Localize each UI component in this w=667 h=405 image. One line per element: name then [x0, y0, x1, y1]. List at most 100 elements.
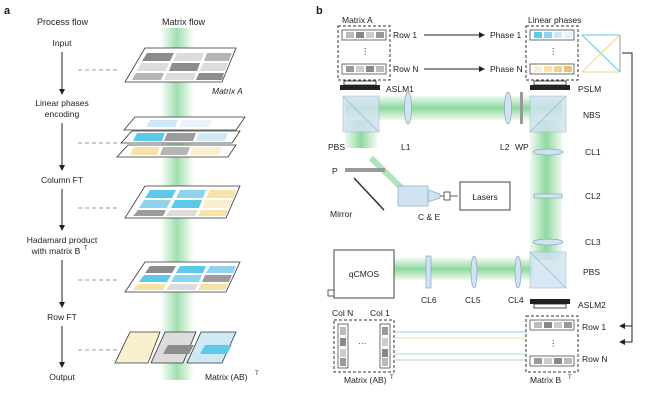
cl5-label: CL5	[465, 295, 481, 305]
mirror-label: Mirror	[330, 209, 352, 219]
phase1-cell	[564, 32, 572, 38]
waveplate	[520, 92, 523, 124]
col-n-cell	[340, 358, 346, 366]
aslm1-device	[340, 85, 380, 90]
phase-sheet-cell	[133, 133, 165, 141]
column-ft-cell	[145, 190, 176, 198]
matrix-a-rowN-cell	[366, 66, 374, 72]
coln-label: Col N	[332, 308, 353, 318]
collimator-expander: C & E	[397, 185, 441, 222]
phaseN-cell	[534, 66, 542, 72]
lens-cl2	[533, 193, 563, 199]
column-ft-cell	[166, 210, 198, 216]
cl4-label: CL4	[508, 295, 524, 305]
matrix-a-title: Matrix A	[342, 15, 373, 25]
lens-cl5	[470, 255, 478, 289]
input-matrix-a: Matrix A	[124, 47, 243, 96]
beam-bottom	[393, 258, 533, 280]
aslm2-device	[530, 299, 570, 304]
column-ft-cell	[139, 200, 171, 208]
pbs-top-label: PBS	[328, 142, 345, 152]
matrix-a-cell	[204, 53, 232, 61]
aslm2-bottom	[533, 303, 567, 309]
matrix-a-row1-cell	[356, 32, 364, 38]
matrix-b-rowN-cell	[534, 358, 542, 364]
lens-cl4	[514, 255, 522, 289]
col-n-cell	[340, 327, 346, 335]
matrix-a-cell	[137, 63, 169, 71]
lens-cl1	[532, 148, 564, 156]
matrix-ab-title: Matrix (AB)	[344, 375, 387, 385]
step-hadamard-1: Hadamard product	[27, 235, 98, 245]
matrix-b-rowN-label: Row N	[582, 354, 608, 364]
column-ft-cell	[171, 200, 202, 208]
step-linear-phases-2: encoding	[45, 109, 80, 119]
matrix-ab-hdots: ···	[358, 338, 367, 348]
col-n-cell	[340, 338, 346, 346]
nbs-label: NBS	[583, 110, 601, 120]
output-matrices: Matrix (AB) T	[114, 331, 259, 382]
matrix-a-rowN-cell	[356, 66, 364, 72]
column-ft-cell	[198, 210, 228, 216]
matrix-b-box	[525, 315, 579, 373]
panel-a: a Process flow Matrix flow Input Linear …	[4, 5, 259, 382]
matrix-b-row1-label: Row 1	[582, 322, 606, 332]
p-label: P	[332, 166, 338, 176]
row1-label: Row 1	[393, 30, 417, 40]
dashed-leaders	[78, 69, 118, 351]
matrix-a-rowN-cell	[376, 66, 384, 72]
matrix-b-row1-cell	[564, 322, 572, 328]
phaseN-label: Phase N	[490, 64, 523, 74]
matrix-b-dots: ⋮	[549, 338, 558, 348]
phase-crossing-yellow	[581, 34, 621, 73]
aslm1-label: ASLM1	[386, 84, 414, 94]
step-hadamard-sup: T	[84, 246, 88, 252]
matrix-ab-label: Matrix (AB)	[205, 372, 248, 382]
hadamard-cell	[206, 266, 236, 273]
hadamard-cell	[176, 266, 206, 273]
matrix-b-row1-cell	[544, 322, 552, 328]
step-hadamard-2: with matrix B	[31, 246, 81, 256]
aslm1-top	[343, 80, 377, 86]
panel-a-letter: a	[4, 5, 11, 17]
beam-top	[345, 96, 562, 120]
step-input: Input	[53, 38, 73, 48]
ce-tip	[427, 189, 441, 203]
matrix-flow-header: Matrix flow	[162, 17, 206, 27]
qcmos-label: qCMOS	[349, 269, 380, 279]
hadamard-cell	[198, 284, 228, 290]
matrix-b-title: Matrix B	[530, 375, 562, 385]
connection-lines	[394, 331, 526, 361]
matrix-a-row1-cell	[366, 32, 374, 38]
ce-label: C & E	[418, 212, 441, 222]
matrix-a-label: Matrix A	[212, 86, 243, 96]
linear-phase-sheets	[116, 116, 246, 158]
feedback-loop-arrow	[619, 52, 633, 345]
step-row-ft: Row FT	[47, 312, 77, 322]
pbs-top-diagonal	[342, 95, 380, 133]
beam-right	[530, 120, 562, 260]
ce-body	[397, 185, 429, 207]
matrix-a-cell	[173, 53, 204, 61]
cl2-label: CL2	[585, 191, 601, 201]
output-block-1	[114, 331, 161, 364]
qcmos-port	[327, 289, 335, 297]
phaseN-cell	[554, 66, 562, 72]
hadamard-cell	[139, 275, 171, 282]
matrix-ab-sup: T	[255, 371, 259, 377]
column-ft-cell	[206, 190, 236, 198]
column-ft-cell	[133, 210, 166, 216]
output-block-3-cell	[200, 345, 232, 354]
column-ft-matrix	[124, 185, 241, 219]
panel-b: b Matrix A ⋮ Row 1 Row N Phase 1 Phase N…	[316, 5, 633, 385]
linear-phases-title: Linear phases	[528, 15, 581, 25]
phase-sheet-cell	[196, 133, 228, 141]
l2-label: L2	[500, 142, 510, 152]
output-block-2-cell	[163, 345, 194, 354]
matrix-b-rowN-cell	[544, 358, 552, 364]
matrix-a-row1-cell	[346, 32, 354, 38]
phase1-cell	[534, 32, 542, 38]
column-ft-cell	[202, 200, 232, 208]
